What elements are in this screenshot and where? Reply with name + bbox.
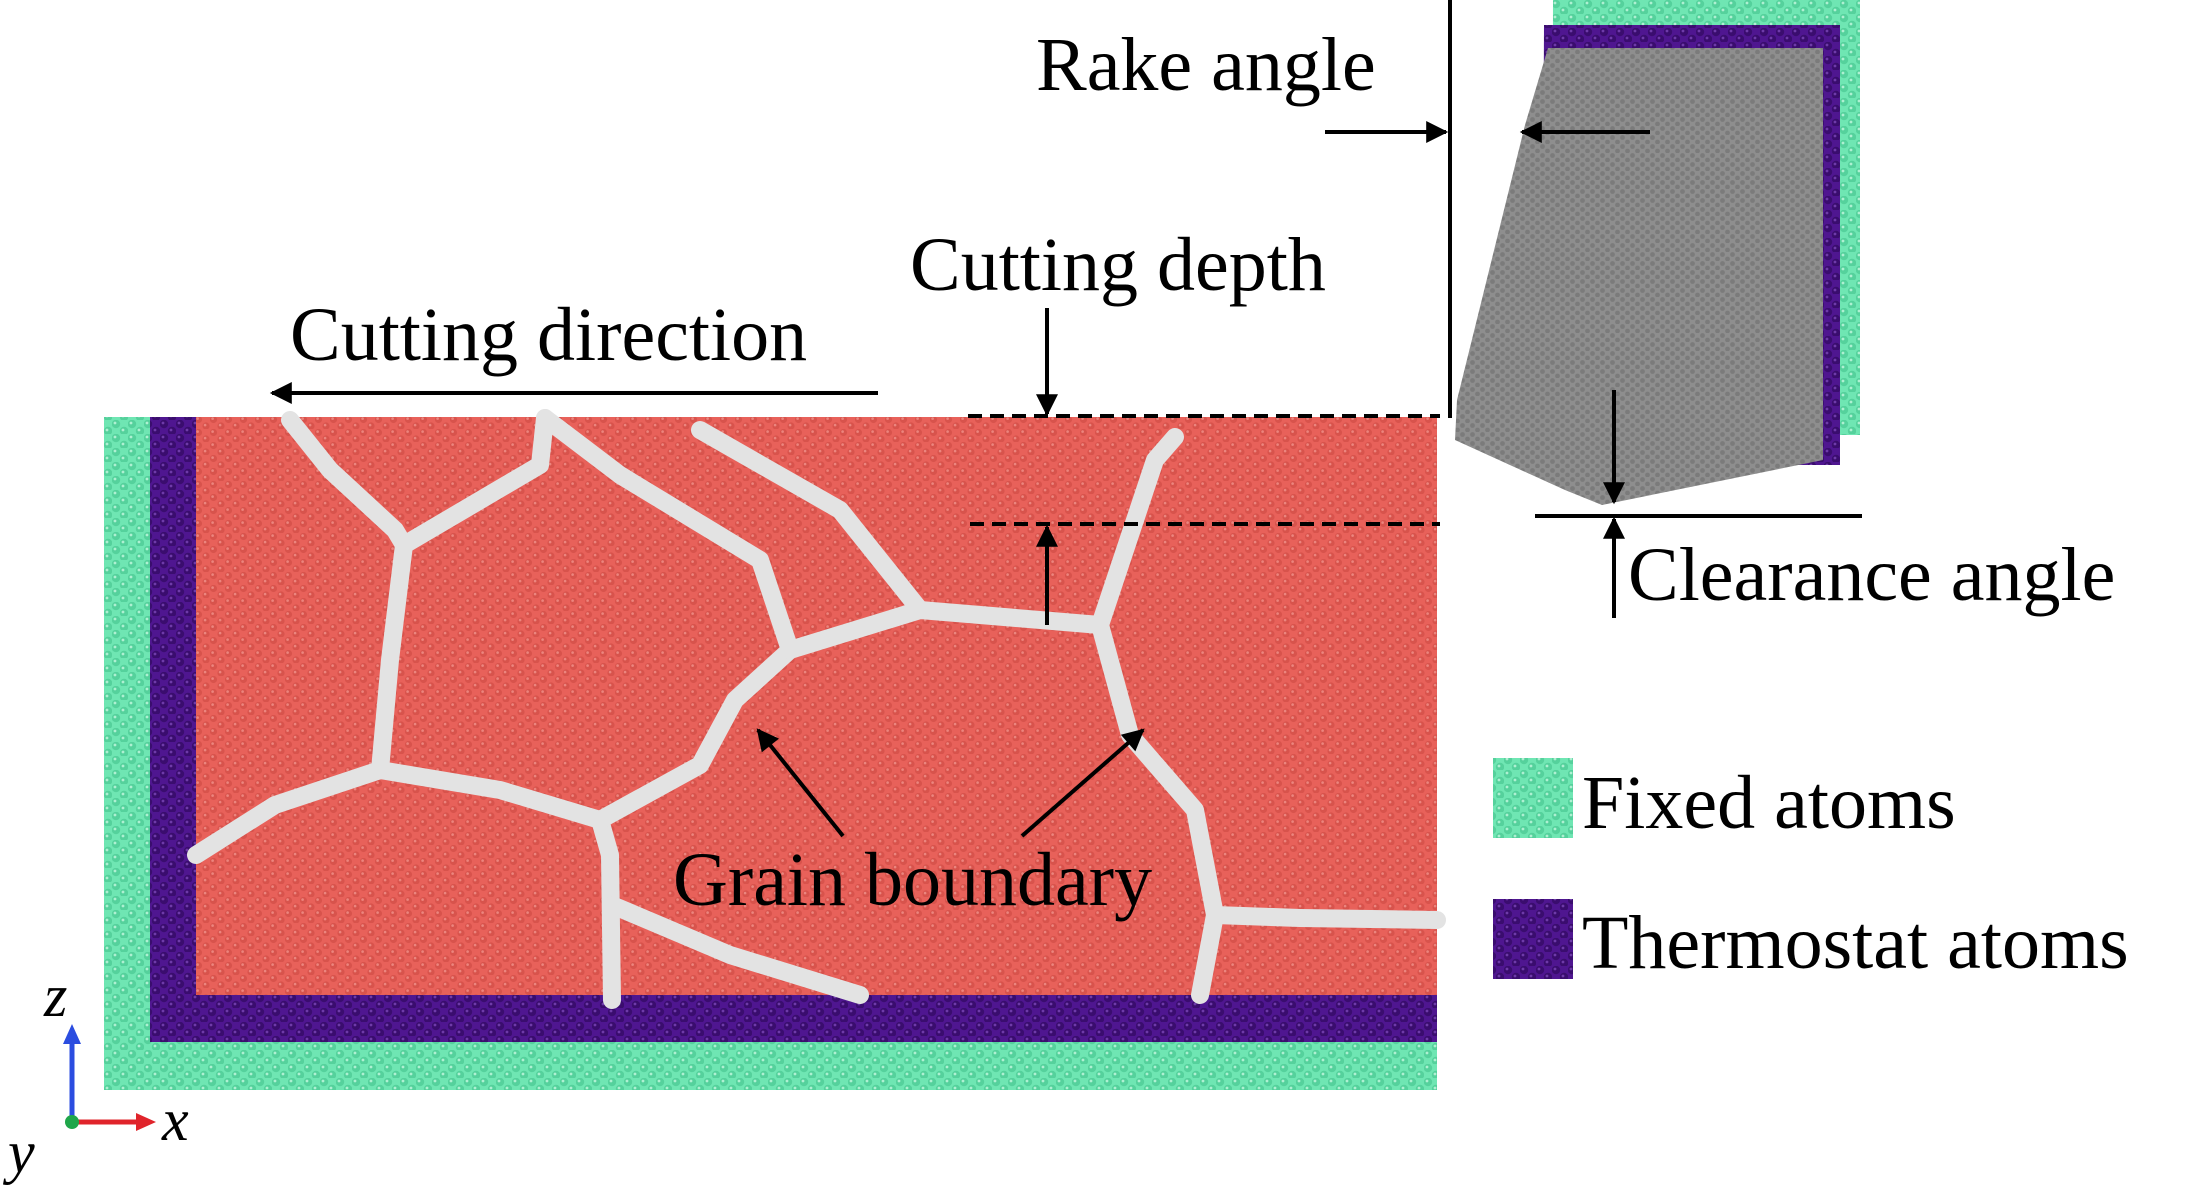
grain-boundary-label: Grain boundary bbox=[673, 838, 1152, 922]
grain-boundary-network bbox=[187, 409, 1446, 1009]
z-axis-label: z bbox=[43, 963, 67, 1029]
legend-swatch-thermostat-atoms bbox=[1493, 899, 1573, 979]
legend-label-thermostat-atoms: Thermostat atoms bbox=[1582, 901, 2129, 985]
cutting-tool bbox=[1455, 0, 1860, 505]
clearance-angle-label: Clearance angle bbox=[1628, 533, 2115, 617]
polycrystal-grains bbox=[196, 417, 1437, 995]
grain-boundary-arrow-right bbox=[1020, 728, 1145, 838]
x-axis-head bbox=[136, 1113, 156, 1131]
y-axis-label: y bbox=[2, 1119, 35, 1185]
annotations bbox=[269, 0, 1862, 838]
legend-label-fixed-atoms: Fixed atoms bbox=[1582, 761, 1956, 845]
grain-boundary-arrow-left bbox=[756, 728, 845, 838]
x-axis-label: x bbox=[161, 1087, 189, 1153]
coordinate-axes: z x y bbox=[2, 963, 189, 1185]
rake-angle-label: Rake angle bbox=[1036, 23, 1376, 107]
cutting-depth-label: Cutting depth bbox=[910, 223, 1326, 307]
y-axis-origin bbox=[65, 1115, 79, 1129]
cutting-direction-label: Cutting direction bbox=[290, 293, 807, 377]
legend-swatch-fixed-atoms bbox=[1493, 758, 1573, 838]
legend: Fixed atoms Thermostat atoms bbox=[1493, 758, 2129, 985]
tool-body bbox=[1455, 48, 1823, 505]
workpiece bbox=[104, 409, 1446, 1090]
z-axis-head bbox=[63, 1024, 81, 1044]
